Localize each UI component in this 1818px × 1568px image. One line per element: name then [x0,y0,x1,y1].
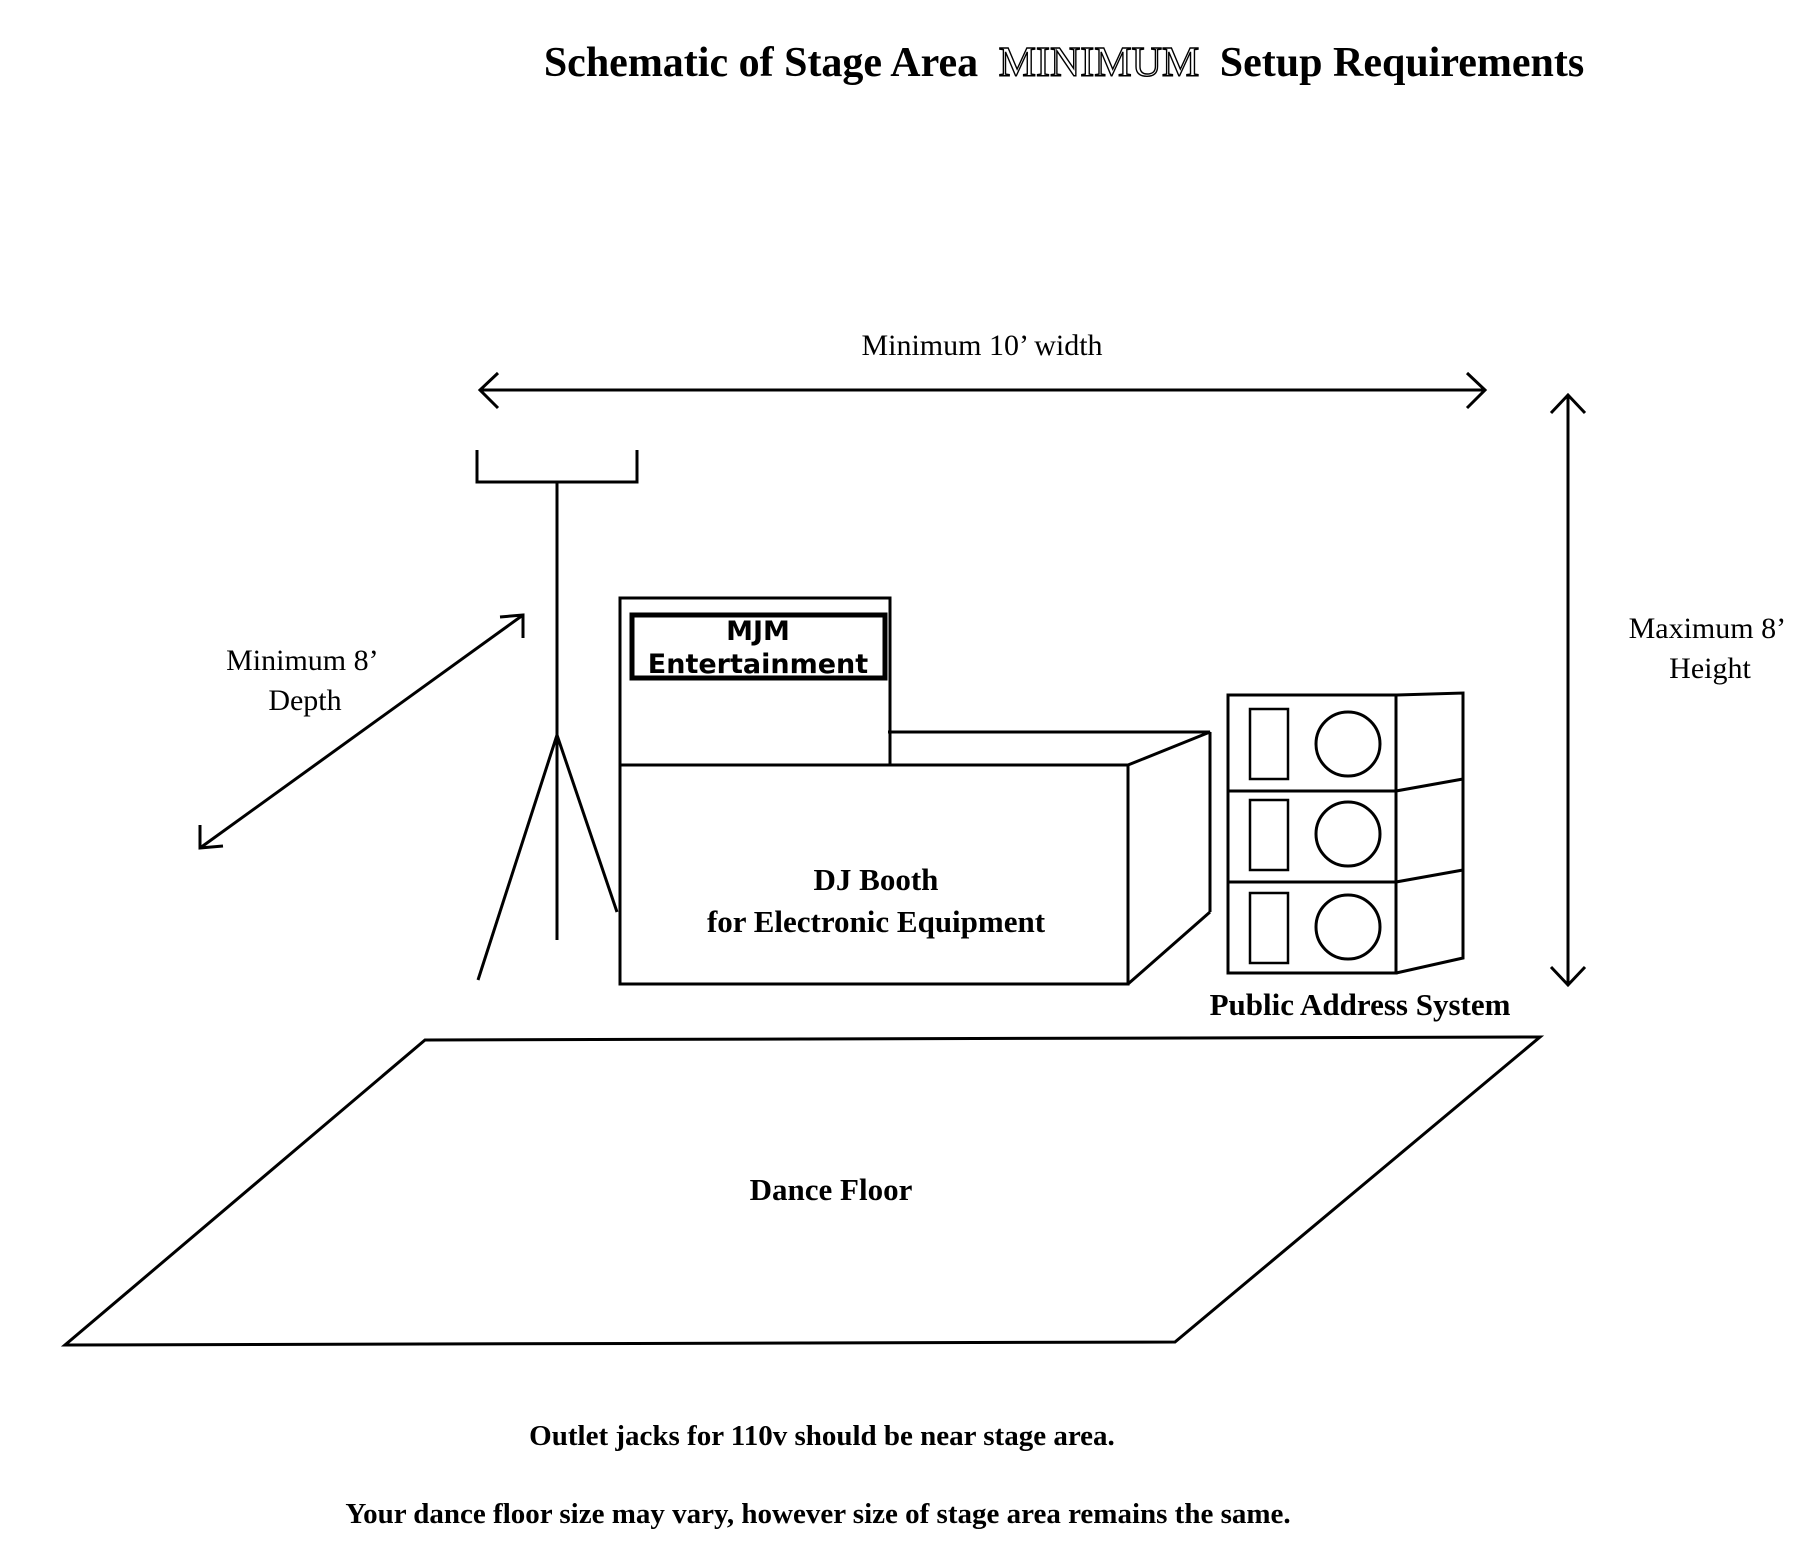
pa-system: Public Address System [1210,691,1511,1022]
dance-floor-outline [60,1035,1545,1347]
floor-size-note: Your dance floor size may vary, however … [345,1498,1290,1530]
speaker-cabinet [1228,798,1464,884]
dance-floor: Dance Floor [60,1035,1545,1347]
height-label: Maximum 8’ Height [1629,612,1792,685]
dj-booth-sign-line2: Entertainment [648,649,868,680]
title-end: Setup Requirements [1220,40,1584,86]
dj-booth-sign-panel [618,596,892,767]
height-label-line1: Maximum 8’ [1629,612,1784,645]
depth-label: Minimum 8’ Depth [226,644,384,717]
pa-stack-side [1395,691,1465,975]
depth-arrow [198,613,525,850]
depth-label-line1: Minimum 8’ [226,644,377,677]
page-title: Schematic of Stage Area MINIMUM Setup Re… [544,40,1584,86]
dj-booth-sign [629,612,888,681]
height-label-line2: Height [1669,652,1751,685]
width-label: Minimum 10’ width [861,329,1102,362]
dj-booth-sign-line1: MJM [726,616,790,647]
dj-booth: MJM Entertainment DJ Booth for Electroni… [618,596,1212,986]
dance-floor-label: Dance Floor [750,1172,913,1207]
height-arrow [1549,392,1587,988]
pa-stack-front [1226,693,1398,975]
depth-label-line2: Depth [268,684,341,717]
outlet-note: Outlet jacks for 110v should be near sta… [529,1420,1115,1452]
dj-booth-top [888,730,1211,767]
title-emphasis: MINIMUM [999,40,1200,86]
lighting-tripod [475,450,639,981]
dj-booth-label-line1: DJ Booth [814,862,939,897]
pa-system-label: Public Address System [1210,987,1511,1022]
speaker-cabinet [1228,707,1464,793]
speaker-cabinet [1248,891,1382,965]
title-start: Schematic of Stage Area [544,40,978,86]
dj-booth-label-line2: for Electronic Equipment [707,904,1046,939]
width-arrow [477,371,1488,410]
